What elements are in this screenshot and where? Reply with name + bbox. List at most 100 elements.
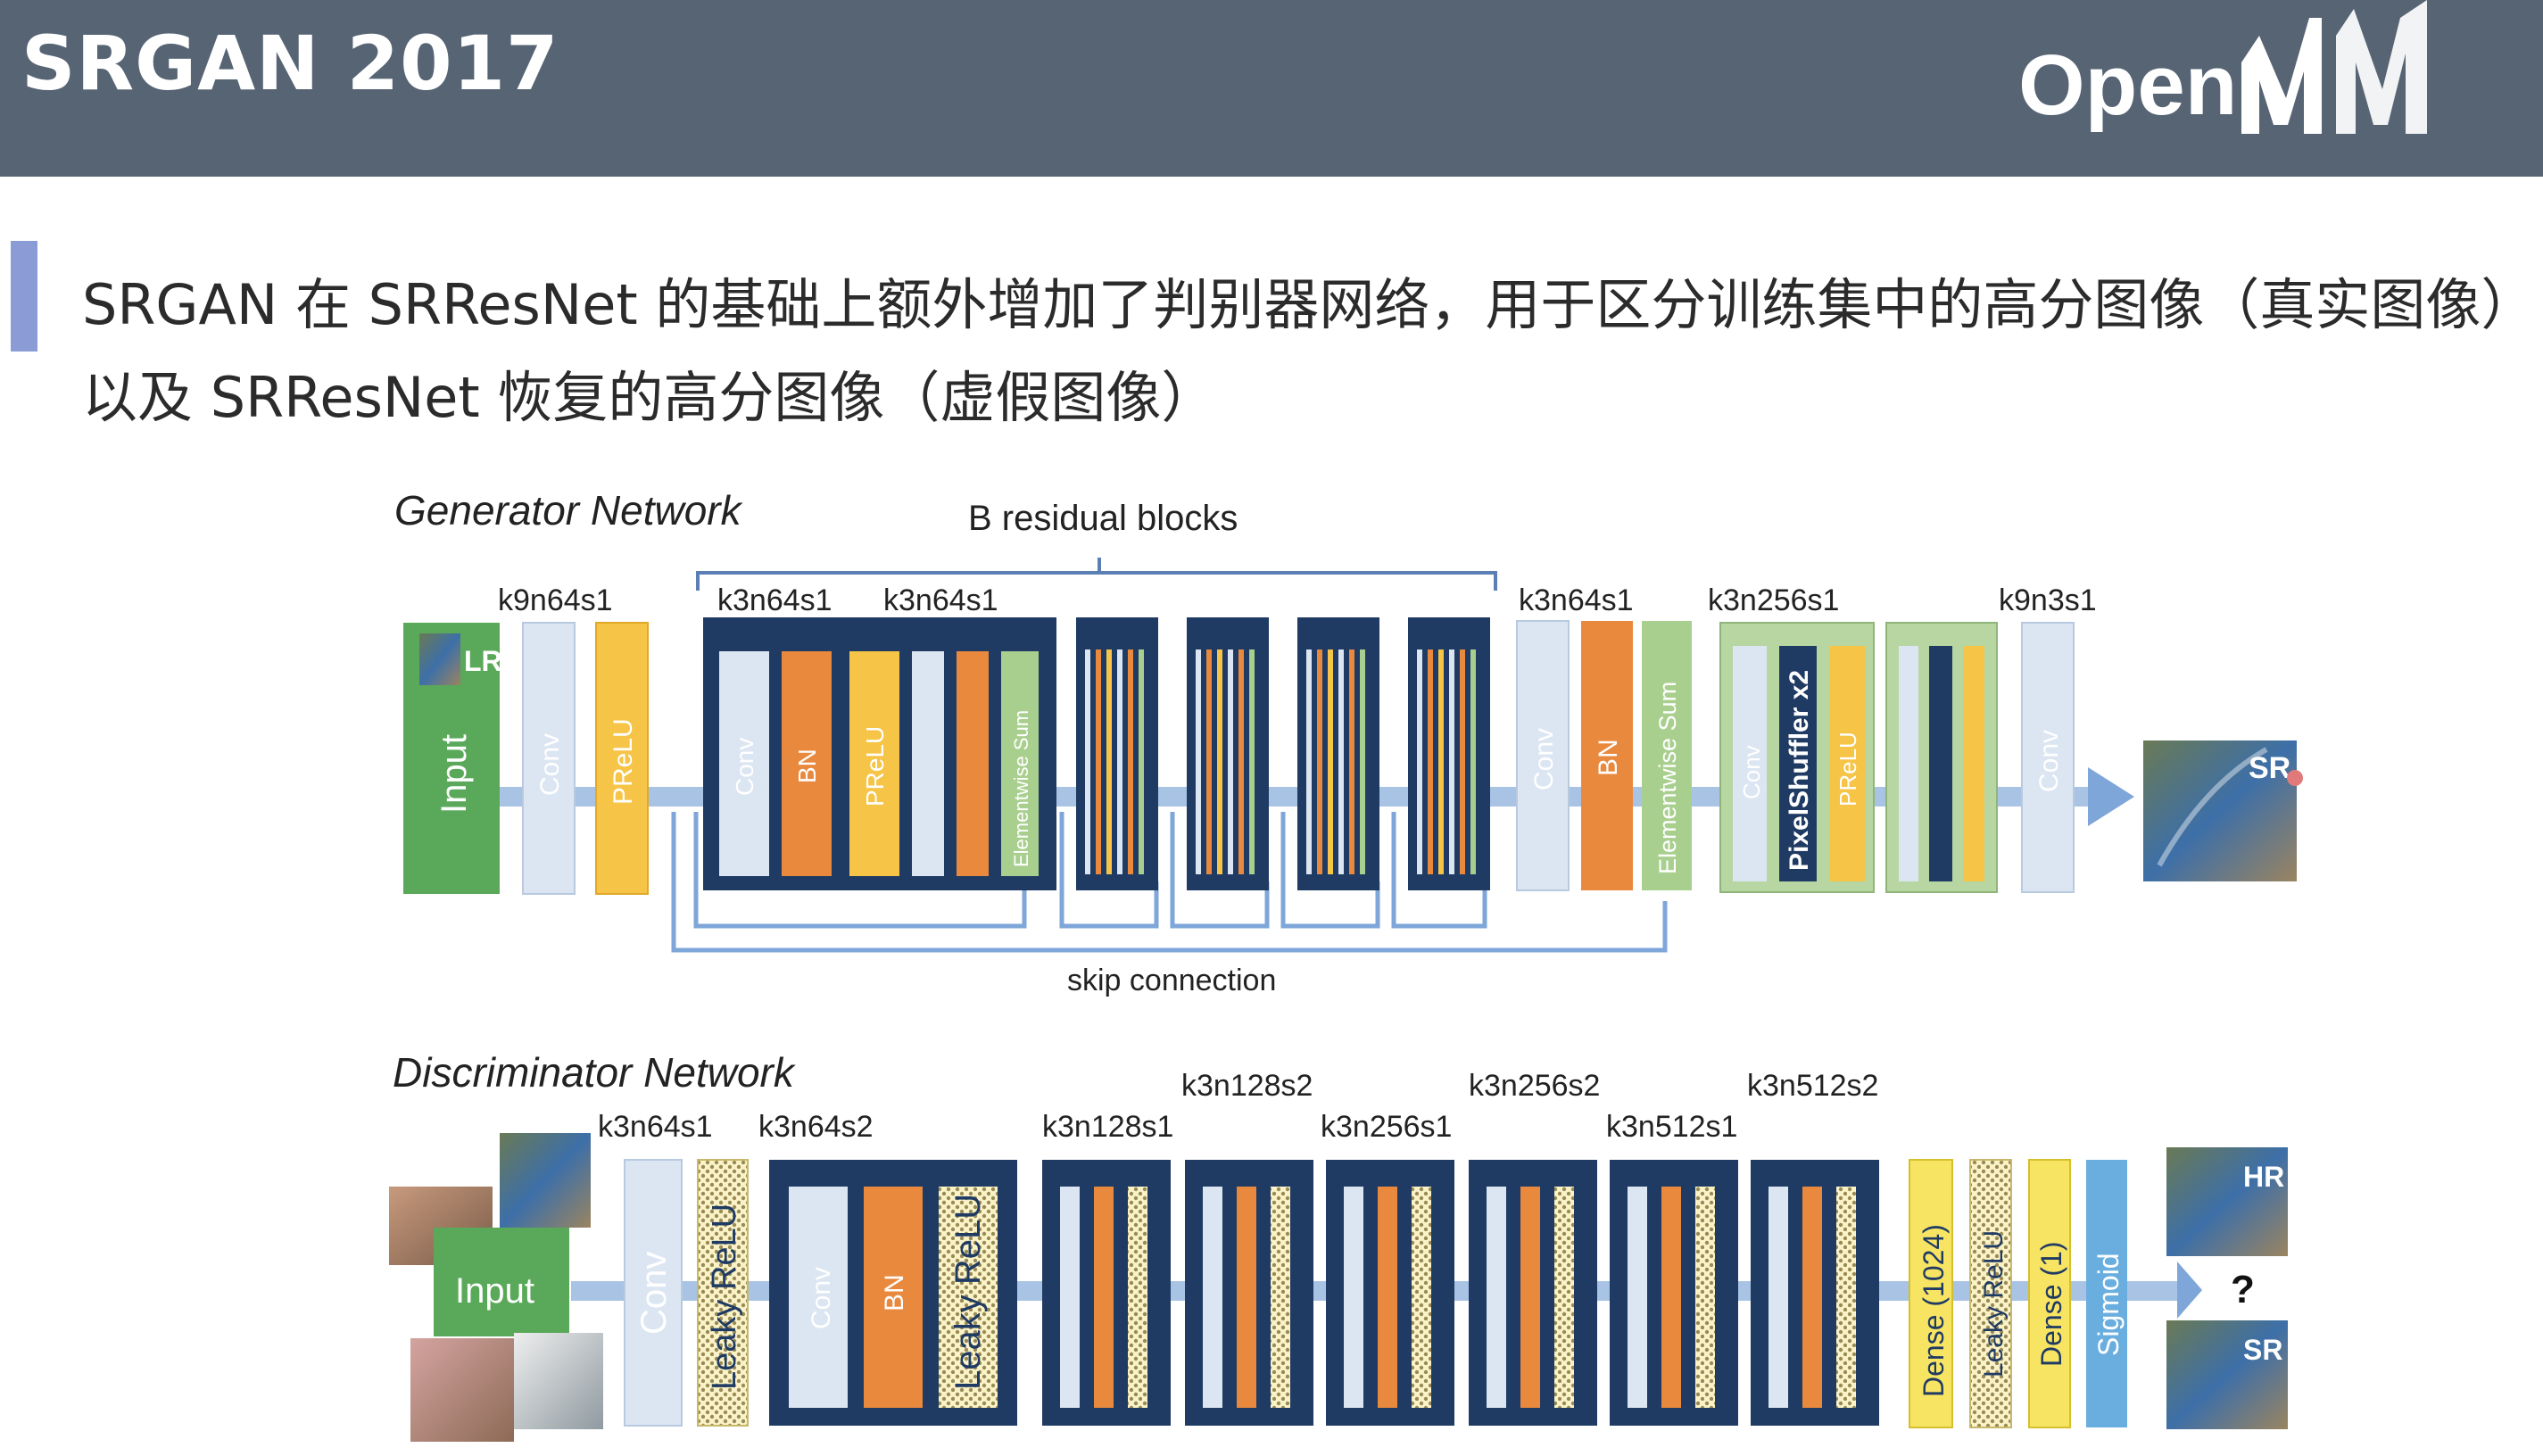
prelu-label: PReLU xyxy=(609,718,638,805)
pixel-shuffler-block xyxy=(1929,646,1952,881)
prelu-block xyxy=(1829,646,1865,881)
kernel-label: k9n64s1 xyxy=(498,583,613,617)
discriminator-kernel-labels-low: k3n64s1 k3n64s2 k3n128s1 k3n256s1 k3n512… xyxy=(598,1110,1737,1144)
hr-output-image xyxy=(2166,1147,2288,1256)
input-image-parrot xyxy=(500,1133,591,1228)
discriminator-block-6 xyxy=(1610,1160,1738,1426)
sr-output-image xyxy=(2166,1320,2288,1429)
image-texture xyxy=(2157,747,2268,867)
conv-label: Conv xyxy=(1529,728,1559,790)
discriminator-block-2 xyxy=(1042,1160,1171,1426)
openmm-logo: Open xyxy=(2018,0,2427,134)
conv-label: Conv xyxy=(2034,730,2064,792)
conv-block xyxy=(2021,622,2075,893)
question-mark: ? xyxy=(2231,1268,2255,1311)
residual-blocks-brace xyxy=(696,558,1497,591)
hr-label: HR xyxy=(2243,1161,2284,1193)
generator-title: Generator Network xyxy=(394,487,743,534)
svg-text:Open: Open xyxy=(2018,37,2237,133)
kernel-label: k3n128s1 xyxy=(1042,1110,1173,1144)
conv-label: Conv xyxy=(731,738,758,796)
residual-block-3 xyxy=(1187,617,1269,890)
kernel-label: k3n64s2 xyxy=(758,1110,874,1144)
bn-block xyxy=(957,651,989,876)
conv-block xyxy=(624,1159,683,1427)
accent-bar xyxy=(11,241,37,352)
generator-kernel-labels: k9n64s1 k3n64s1 k3n64s1 k3n64s1 k3n256s1… xyxy=(498,583,2097,617)
leaky-relu-label: Leaky ReLU xyxy=(948,1194,988,1390)
bn-block xyxy=(782,651,832,876)
conv-block xyxy=(719,651,769,876)
lr-label: LR xyxy=(464,645,502,677)
slide-header: SRGAN 2017 Open xyxy=(0,0,2543,177)
kernel-label: k3n128s2 xyxy=(1181,1069,1313,1103)
kernel-label: k3n64s1 xyxy=(883,583,998,617)
prelu-label: PReLU xyxy=(861,726,889,807)
discriminator-block-3 xyxy=(1185,1160,1313,1426)
discriminator-output-arrow xyxy=(2177,1262,2202,1319)
kernel-label: k3n256s1 xyxy=(1708,583,1839,617)
dense-1-block xyxy=(2028,1159,2071,1428)
elementwise-sum-label: Elementwise Sum xyxy=(1010,710,1032,867)
elementwise-sum-label: Elementwise Sum xyxy=(1654,682,1681,874)
conv-label: Conv xyxy=(535,733,565,796)
sr-output-image xyxy=(2143,740,2297,881)
bn-block xyxy=(1581,621,1633,890)
srgan-architecture-diagram: Generator Network B residual blocks k9n6… xyxy=(389,487,2303,1442)
prelu-label: PReLU xyxy=(1835,732,1861,807)
discriminator-block-7 xyxy=(1751,1160,1879,1426)
kernel-label: k3n64s1 xyxy=(1519,583,1634,617)
sigmoid-block xyxy=(2086,1160,2127,1427)
prelu-block xyxy=(1963,646,1984,881)
bn-label: BN xyxy=(880,1274,909,1311)
sr-label: SR xyxy=(2249,751,2290,785)
conv-block xyxy=(1899,646,1918,881)
lr-input-image xyxy=(419,633,460,685)
leaky-relu-block xyxy=(697,1159,749,1427)
conv-label: Conv xyxy=(807,1267,836,1329)
sigmoid-label: Sigmoid xyxy=(2092,1253,2125,1356)
input-label: Input xyxy=(435,734,474,814)
leaky-relu-label: Leaky ReLU xyxy=(706,1204,743,1390)
bn-label: BN xyxy=(1594,739,1623,776)
pixel-shuffler-label: PixelShuffler x2 xyxy=(1785,670,1814,871)
prelu-block xyxy=(849,651,899,876)
elementwise-sum-block xyxy=(1001,651,1039,876)
dense-1-label: Dense (1) xyxy=(2035,1242,2067,1368)
dense-1024-label: Dense (1024) xyxy=(1918,1224,1950,1397)
slide-title: SRGAN 2017 xyxy=(21,20,559,107)
residual-blocks-label: B residual blocks xyxy=(968,499,1238,538)
conv-block xyxy=(789,1187,848,1408)
conv-label: Conv xyxy=(634,1252,674,1335)
sr-label: SR xyxy=(2243,1334,2282,1366)
discriminator-title: Discriminator Network xyxy=(393,1049,796,1096)
discriminator-input-block xyxy=(434,1228,569,1336)
kernel-label: k3n256s2 xyxy=(1469,1069,1600,1103)
kernel-label: k3n64s1 xyxy=(598,1110,713,1144)
conv-block xyxy=(1516,620,1570,891)
bn-block xyxy=(864,1187,923,1408)
conv-label: Conv xyxy=(1738,745,1765,799)
leaky-relu-label: Leaky ReLU xyxy=(1979,1230,2009,1377)
leaky-relu-block xyxy=(1969,1159,2012,1428)
kernel-label: k3n64s1 xyxy=(717,583,832,617)
kernel-label: k3n512s1 xyxy=(1606,1110,1737,1144)
skip-connection-label: skip connection xyxy=(1067,964,1276,997)
conv-block xyxy=(912,651,944,876)
conv-block xyxy=(522,622,576,895)
cursor-dot xyxy=(2287,770,2303,786)
prelu-block xyxy=(595,622,649,895)
input-image-butterfly xyxy=(410,1338,514,1442)
pixel-shuffler-block xyxy=(1779,646,1817,881)
dense-1024-block xyxy=(1909,1159,1953,1428)
elementwise-sum-block xyxy=(1642,621,1692,890)
skip-connection-lines xyxy=(671,812,1668,953)
input-label: Input xyxy=(455,1271,534,1311)
residual-block-4 xyxy=(1297,617,1379,890)
discriminator-block-4 xyxy=(1326,1160,1454,1426)
slide-description: SRGAN 在 SRResNet 的基础上额外增加了判别器网络，用于区分训练集中… xyxy=(82,272,2509,430)
residual-block-5 xyxy=(1408,617,1490,890)
conv-block xyxy=(1733,646,1767,881)
leaky-relu-block xyxy=(939,1187,998,1408)
input-image-boat xyxy=(514,1333,603,1429)
